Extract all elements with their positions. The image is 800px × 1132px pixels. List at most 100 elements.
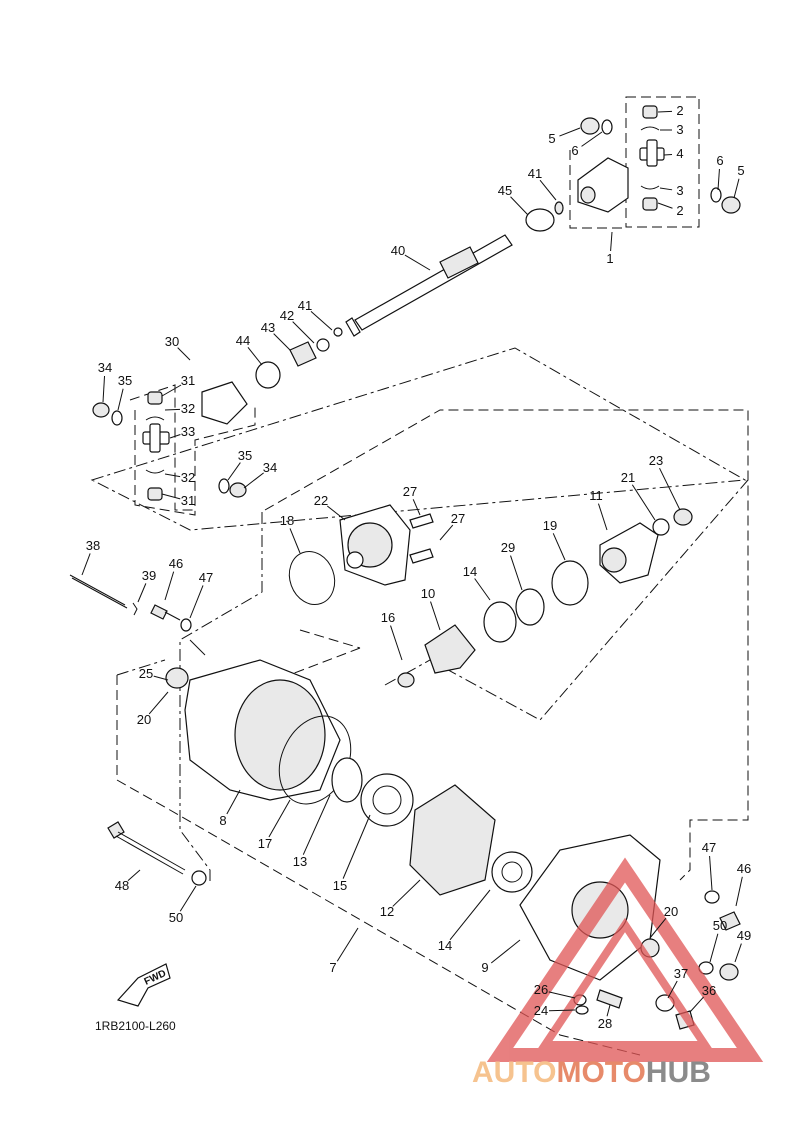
callout-31: 31 (181, 373, 195, 388)
callout-5: 5 (737, 163, 744, 178)
callout-6: 6 (716, 153, 723, 168)
callout-leader-44 (247, 346, 263, 366)
callout-26: 26 (534, 982, 548, 997)
callout-41: 41 (298, 298, 312, 313)
callout-31: 31 (181, 493, 195, 508)
callout-leader-23 (659, 467, 681, 511)
callout-leader-45 (510, 196, 529, 216)
forward-arrow: FWD (116, 963, 171, 1007)
callout-24: 24 (534, 1003, 548, 1018)
callout-leader-9 (490, 939, 521, 964)
callout-40: 40 (391, 243, 405, 258)
callout-leader-46 (735, 876, 743, 907)
callout-leader-5 (559, 127, 581, 137)
callout-leader-42 (292, 321, 315, 344)
callout-leader-12 (392, 879, 421, 907)
callout-leader-47 (189, 585, 204, 619)
callout-34: 34 (98, 360, 112, 375)
callout-leader-15 (342, 814, 371, 879)
callout-leader-11 (597, 503, 608, 531)
callout-leader-37 (667, 980, 678, 999)
callout-41: 41 (528, 166, 542, 181)
callout-14: 14 (463, 564, 477, 579)
callout-leader-41 (539, 179, 557, 201)
callout-leader-38 (81, 553, 91, 576)
callout-9: 9 (481, 960, 488, 975)
watermark-logo (486, 857, 764, 1062)
callout-28: 28 (598, 1016, 612, 1031)
callout-leader-7 (336, 927, 359, 962)
callout-27: 27 (403, 484, 417, 499)
callout-leader-20 (649, 917, 667, 939)
callout-42: 42 (280, 308, 294, 323)
callout-leader-16 (390, 625, 403, 661)
callout-2: 2 (676, 103, 683, 118)
callout-39: 39 (142, 568, 156, 583)
callout-44: 44 (236, 333, 250, 348)
callout-leader-41 (310, 310, 333, 331)
callout-32: 32 (181, 470, 195, 485)
callout-leader-49 (734, 943, 742, 963)
callout-23: 23 (649, 453, 663, 468)
callout-8: 8 (219, 813, 226, 828)
callout-leader-48 (127, 869, 141, 882)
gear-housing (184, 659, 533, 896)
callout-leader-28 (606, 1004, 611, 1017)
callout-leader-21 (631, 484, 656, 521)
callout-leader-5 (733, 178, 740, 199)
callout-leader-35 (117, 388, 124, 411)
callout-10: 10 (421, 586, 435, 601)
callout-leader-32 (164, 473, 181, 478)
callout-49: 49 (737, 928, 751, 943)
callout-16: 16 (381, 610, 395, 625)
callout-34: 34 (263, 460, 277, 475)
callout-12: 12 (380, 904, 394, 919)
callout-leaders (81, 110, 743, 1017)
callout-7: 7 (329, 960, 336, 975)
pinion-assembly (288, 504, 693, 688)
callout-3: 3 (676, 183, 683, 198)
callout-leader-40 (404, 254, 431, 271)
callout-leader-36 (689, 996, 705, 1013)
callout-leader-34 (102, 375, 106, 403)
callout-leader-33 (169, 434, 181, 439)
callout-22: 22 (314, 493, 328, 508)
callout-47: 47 (199, 570, 213, 585)
callout-leader-46 (164, 571, 175, 601)
callout-leader-34 (243, 472, 264, 489)
watermark-brand-moto: MOTO (556, 1056, 645, 1089)
watermark-brand-auto: AUTO (472, 1056, 556, 1089)
callout-leader-20 (148, 691, 169, 715)
callout-leader-22 (326, 505, 346, 521)
callout-leader-13 (302, 794, 331, 855)
callout-leader-17 (268, 799, 291, 838)
watermark-brand: AUTOMOTOHUB (472, 1056, 711, 1089)
callout-leader-2 (657, 110, 673, 113)
callout-11: 11 (589, 488, 603, 503)
callout-48: 48 (115, 878, 129, 893)
callout-33: 33 (181, 424, 195, 439)
callout-20: 20 (664, 904, 678, 919)
callout-leader-25 (153, 675, 169, 681)
callout-43: 43 (261, 320, 275, 335)
callout-30: 30 (165, 334, 179, 349)
callout-leader-50 (709, 933, 719, 963)
drive-shaft (255, 234, 513, 389)
callout-leader-6 (581, 131, 603, 147)
callout-3: 3 (676, 122, 683, 137)
callout-leader-27 (439, 524, 454, 541)
callout-leader-3 (659, 187, 673, 191)
callout-leader-30 (177, 347, 191, 361)
callout-leader-1 (610, 231, 613, 252)
callout-20: 20 (137, 712, 151, 727)
upper-universal-joint (525, 105, 741, 232)
callout-50: 50 (169, 910, 183, 925)
callout-32: 32 (181, 401, 195, 416)
callout-leader-4 (663, 153, 673, 156)
callout-labels: 1223345566414540414243443031313232333434… (86, 103, 751, 1031)
callout-leader-27 (412, 499, 421, 516)
callout-5: 5 (548, 131, 555, 146)
callout-19: 19 (543, 518, 557, 533)
callout-35: 35 (118, 373, 132, 388)
